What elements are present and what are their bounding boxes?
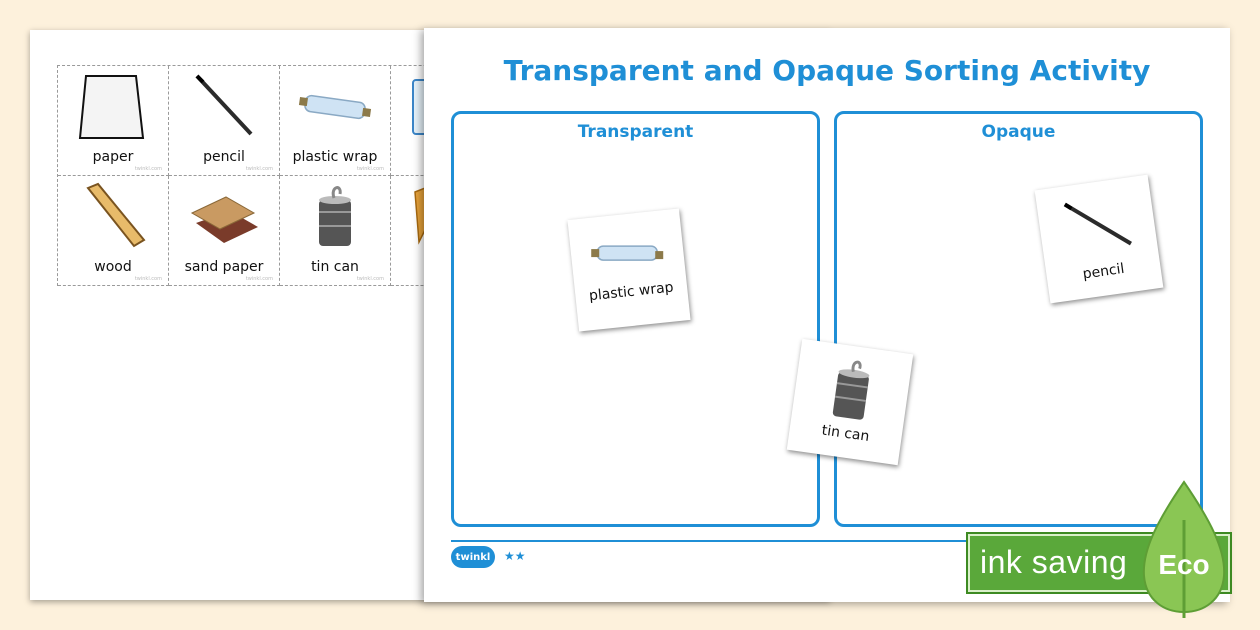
placed-card-label: plastic wrap — [588, 279, 675, 305]
opaque-box[interactable]: Opaque — [834, 111, 1203, 527]
placed-card-pencil[interactable]: pencil — [1034, 174, 1164, 304]
cutout-card-label: wood — [94, 259, 132, 275]
cutout-card-tin-can[interactable]: tin can twinkl.com — [280, 176, 391, 286]
cutout-card-sand-paper[interactable]: sand paper twinkl.com — [169, 176, 280, 286]
opaque-box-title: Opaque — [981, 122, 1056, 142]
cutout-card-label: sand paper — [184, 259, 264, 275]
eco-leaf-icon: Eco — [1142, 480, 1226, 618]
placed-card-tin-can[interactable]: tin can — [786, 338, 914, 466]
cutout-card-paper[interactable]: paper twinkl.com — [58, 66, 169, 176]
twinkl-logo: twinkl — [451, 546, 495, 568]
transparent-box-title: Transparent — [577, 122, 694, 142]
plastic-wrap-icon — [591, 245, 664, 261]
plastic-wrap-icon — [298, 94, 372, 120]
footer-divider — [451, 540, 1203, 542]
pencil-icon — [195, 74, 253, 136]
sand-paper-icon — [190, 196, 258, 243]
transparent-box[interactable]: Transparent — [451, 111, 820, 527]
cutout-card-plastic-wrap[interactable]: plastic wrap twinkl.com — [280, 66, 391, 176]
pencil-icon — [1063, 202, 1132, 246]
cutout-card-label: plastic wrap — [292, 149, 378, 165]
cutout-card-wood[interactable]: wood twinkl.com — [58, 176, 169, 286]
wood-icon — [86, 182, 146, 248]
placed-card-label: pencil — [1081, 260, 1126, 283]
tin-can-icon — [832, 360, 870, 420]
worksheet-title: Transparent and Opaque Sorting Activity — [503, 54, 1151, 87]
cutout-card-label: pencil — [203, 149, 245, 165]
cutout-card-label: paper — [92, 149, 134, 165]
eco-leaf-label: Eco — [1158, 549, 1209, 580]
tin-can-icon — [319, 186, 351, 246]
sorting-worksheet: Transparent and Opaque Sorting Activity … — [424, 28, 1230, 602]
ink-saving-text: ink saving — [980, 544, 1128, 580]
cutout-card-label: tin can — [311, 259, 359, 275]
difficulty-stars: ★★ — [504, 549, 526, 563]
cutout-card-pencil[interactable]: pencil twinkl.com — [169, 66, 280, 176]
placed-card-plastic-wrap[interactable]: plastic wrap — [567, 208, 691, 332]
paper-icon — [78, 75, 145, 139]
